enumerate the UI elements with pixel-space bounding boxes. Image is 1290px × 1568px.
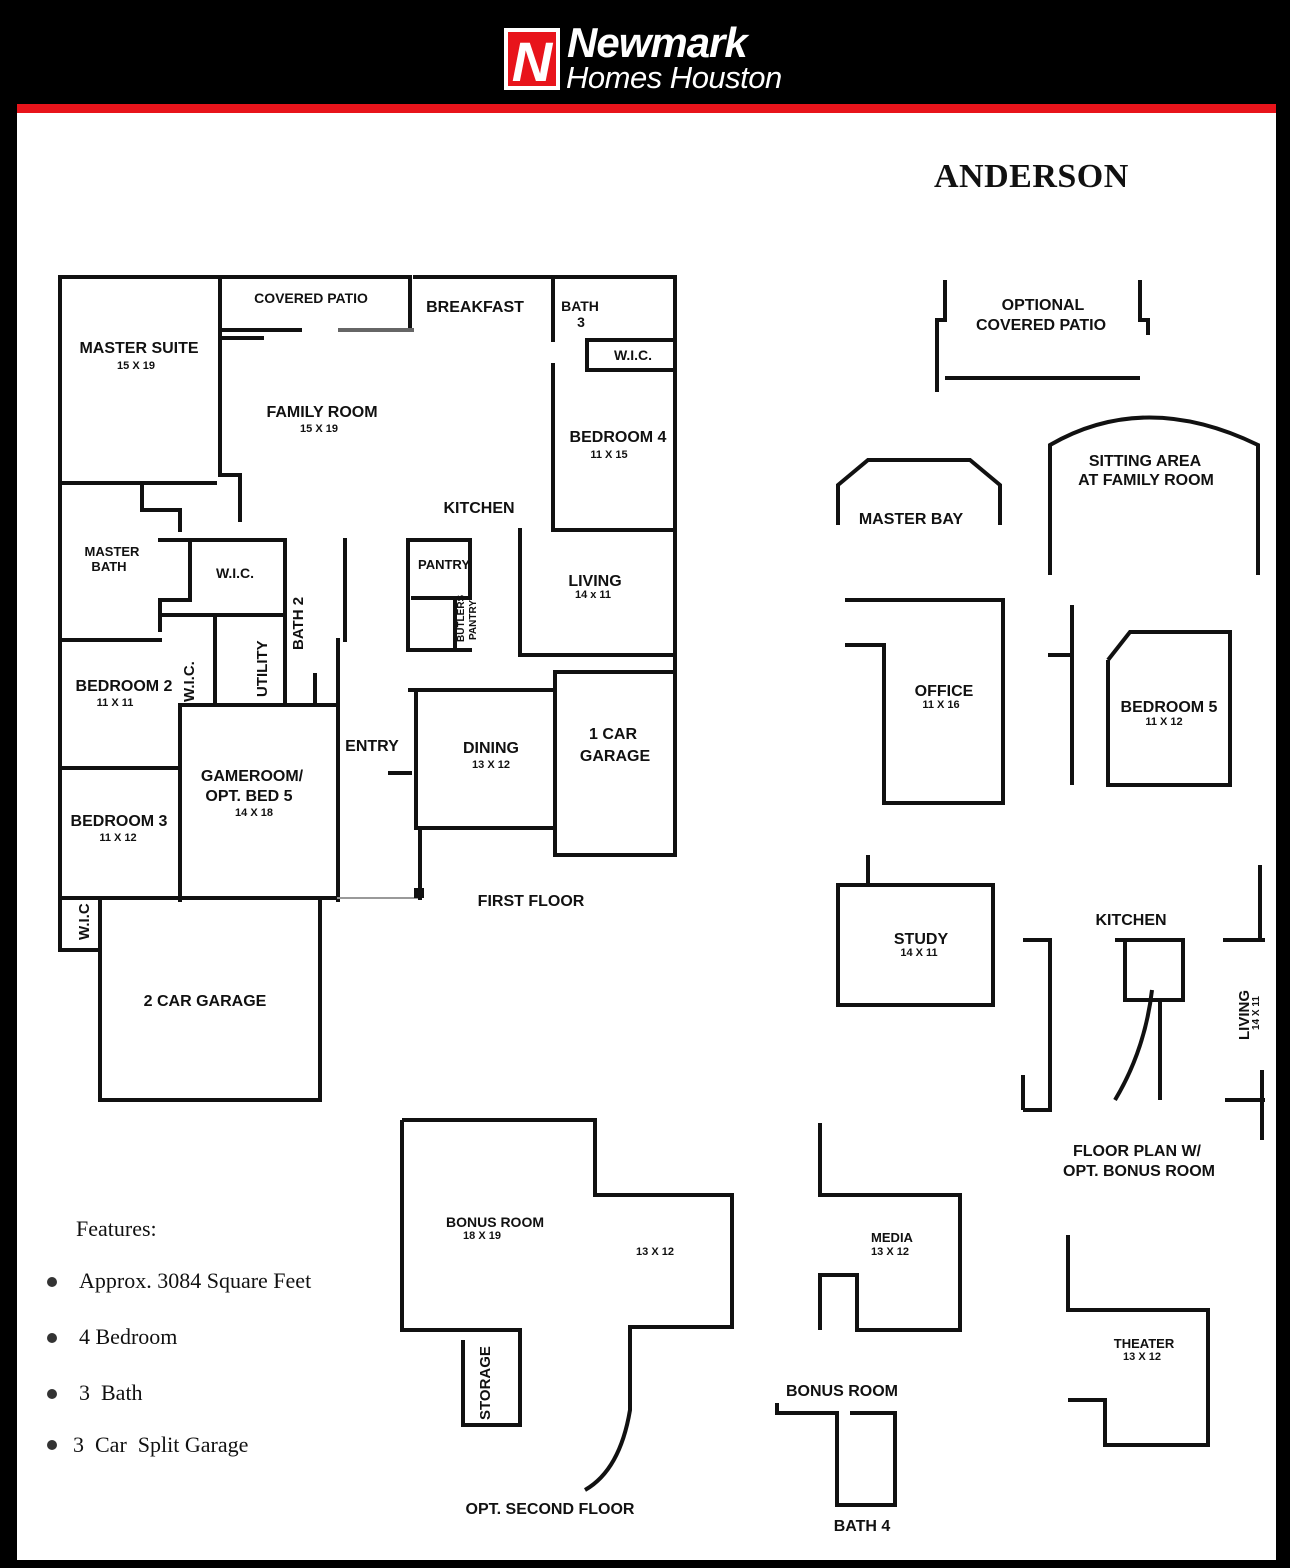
room-gameroom-label: GAMEROOM/ <box>200 768 304 785</box>
room-bedroom2: BEDROOM 2 <box>75 678 173 695</box>
option-covered-patio-label2: COVERED PATIO <box>975 317 1107 334</box>
brand-name: Newmark <box>567 19 748 66</box>
room-bath2: BATH 2 <box>290 596 307 650</box>
room-master-bath-label2: BATH <box>91 559 127 574</box>
room-bedroom3-dimension: 11 X 12 <box>99 832 137 844</box>
room-theater: THEATER <box>1113 1336 1175 1351</box>
feature-item: 3 Car Split Garage <box>73 1432 249 1457</box>
room-1-car-garage-label: 1 CAR <box>588 726 638 743</box>
first-floor-walls <box>58 275 677 1102</box>
option-bonus-floor-plan-walls <box>1021 865 1265 1140</box>
room-wic-bedroom2: W.I.C. <box>181 661 198 702</box>
room-living-dimension: 14 x 11 <box>574 589 612 601</box>
room-master-suite: MASTER SUITE <box>79 340 199 357</box>
option-sitting-area-walls <box>1048 415 1260 575</box>
second-floor-walls <box>400 1118 734 1492</box>
second-floor-caption: OPT. SECOND FLOOR <box>465 1501 635 1518</box>
option-study-dimension: 14 X 11 <box>900 947 938 959</box>
room-dining-dimension: 13 X 12 <box>472 759 510 771</box>
option-bedroom5: BEDROOM 5 <box>1120 699 1218 716</box>
room-family-room: FAMILY ROOM <box>266 404 378 421</box>
room-living: LIVING <box>568 573 622 590</box>
room-bath4: BATH 4 <box>833 1518 891 1535</box>
feature-item: 4 Bedroom <box>79 1324 178 1349</box>
option-office-dimension: 11 X 16 <box>922 699 960 711</box>
option-kitchen: KITCHEN <box>1095 912 1167 929</box>
room-storage: STORAGE <box>477 1346 494 1420</box>
theater-walls <box>1066 1235 1210 1447</box>
bonus-room-bath4-walls <box>775 1403 897 1507</box>
room-bonus-room-bath4-label: BONUS ROOM <box>786 1383 898 1400</box>
first-floor-caption: FIRST FLOOR <box>477 893 585 910</box>
room-covered-patio: COVERED PATIO <box>254 290 368 306</box>
option-bedroom5-walls <box>1048 605 1232 787</box>
room-wic-bedroom3: W.I.C <box>76 903 93 940</box>
room-wic-bedroom4: W.I.C. <box>613 347 653 363</box>
option-sitting-area-label: SITTING AREA <box>1088 453 1202 470</box>
room-entry: ENTRY <box>345 738 399 755</box>
option-office: OFFICE <box>914 683 974 700</box>
room-pantry: PANTRY <box>418 557 470 572</box>
feature-bullet-icon <box>47 1440 57 1450</box>
room-bath3-label: BATH <box>561 298 599 314</box>
room-wic-master: W.I.C. <box>215 565 255 581</box>
room-gameroom-label2: OPT. BED 5 <box>205 788 293 805</box>
room-bedroom3: BEDROOM 3 <box>70 813 168 830</box>
room-master-suite-dimension: 15 X 19 <box>117 360 155 372</box>
option-study: STUDY <box>893 931 949 948</box>
room-utility: UTILITY <box>254 640 271 697</box>
brand-logo-letter: N <box>512 30 554 92</box>
room-bedroom4: BEDROOM 4 <box>569 429 667 446</box>
feature-item: 3 Bath <box>79 1380 143 1405</box>
room-butlers-pantry-label2: PANTRY <box>468 600 479 640</box>
room-media: MEDIA <box>871 1230 913 1245</box>
feature-item: Approx. 3084 Square Feet <box>79 1268 312 1293</box>
brand-subtitle: Homes Houston <box>566 60 782 95</box>
option-bonus-plan-label2: OPT. BONUS ROOM <box>1062 1163 1216 1180</box>
option-covered-patio-label: OPTIONAL <box>1001 297 1085 314</box>
option-master-bay-walls <box>836 458 1002 525</box>
room-family-room-dimension: 15 X 19 <box>300 423 338 435</box>
brand-header <box>0 0 1290 105</box>
room-bedroom4-dimension: 11 X 15 <box>590 449 628 461</box>
room-theater-dimension: 13 X 12 <box>1123 1351 1161 1363</box>
room-butlers-pantry-label: BUTLERS <box>456 594 467 642</box>
feature-bullet-icon <box>47 1277 57 1287</box>
media-walls <box>818 1123 962 1332</box>
plan-title: ANDERSON <box>934 158 1129 195</box>
room-dining: DINING <box>463 740 519 757</box>
feature-bullet-icon <box>47 1333 57 1343</box>
option-sitting-area-label2: AT FAMILY ROOM <box>1078 472 1214 489</box>
option-bonus-plan-label: FLOOR PLAN W/ <box>1073 1143 1201 1160</box>
room-master-bath-label: MASTER <box>84 544 140 559</box>
option-bedroom5-dimension: 11 X 12 <box>1145 716 1183 728</box>
room-bonus-room-dimension: 18 X 19 <box>463 1230 501 1242</box>
option-living-dimension: 14 X 11 <box>1251 996 1262 1030</box>
features-title: Features: <box>76 1216 157 1241</box>
room-bonus-room: BONUS ROOM <box>446 1214 544 1230</box>
room-kitchen: KITCHEN <box>443 500 515 517</box>
room-bath3-number: 3 <box>577 314 585 330</box>
room-media-dimension: 13 X 12 <box>871 1246 909 1258</box>
option-master-bay: MASTER BAY <box>858 511 964 528</box>
brand-logo-icon: N <box>504 28 560 92</box>
option-covered-patio-walls <box>935 280 1150 392</box>
room-bedroom2-dimension: 11 X 11 <box>96 697 134 709</box>
brand-accent-bar <box>17 104 1276 113</box>
room-gameroom-dimension: 14 X 18 <box>235 807 273 819</box>
room-bonus-extension-dimension: 13 X 12 <box>636 1246 674 1258</box>
room-breakfast: BREAKFAST <box>426 299 524 316</box>
room-2-car-garage: 2 CAR GARAGE <box>143 993 267 1010</box>
option-study-walls <box>836 855 995 1007</box>
feature-bullet-icon <box>47 1389 57 1399</box>
room-1-car-garage-label2: GARAGE <box>579 748 651 765</box>
option-office-walls <box>845 598 1005 805</box>
